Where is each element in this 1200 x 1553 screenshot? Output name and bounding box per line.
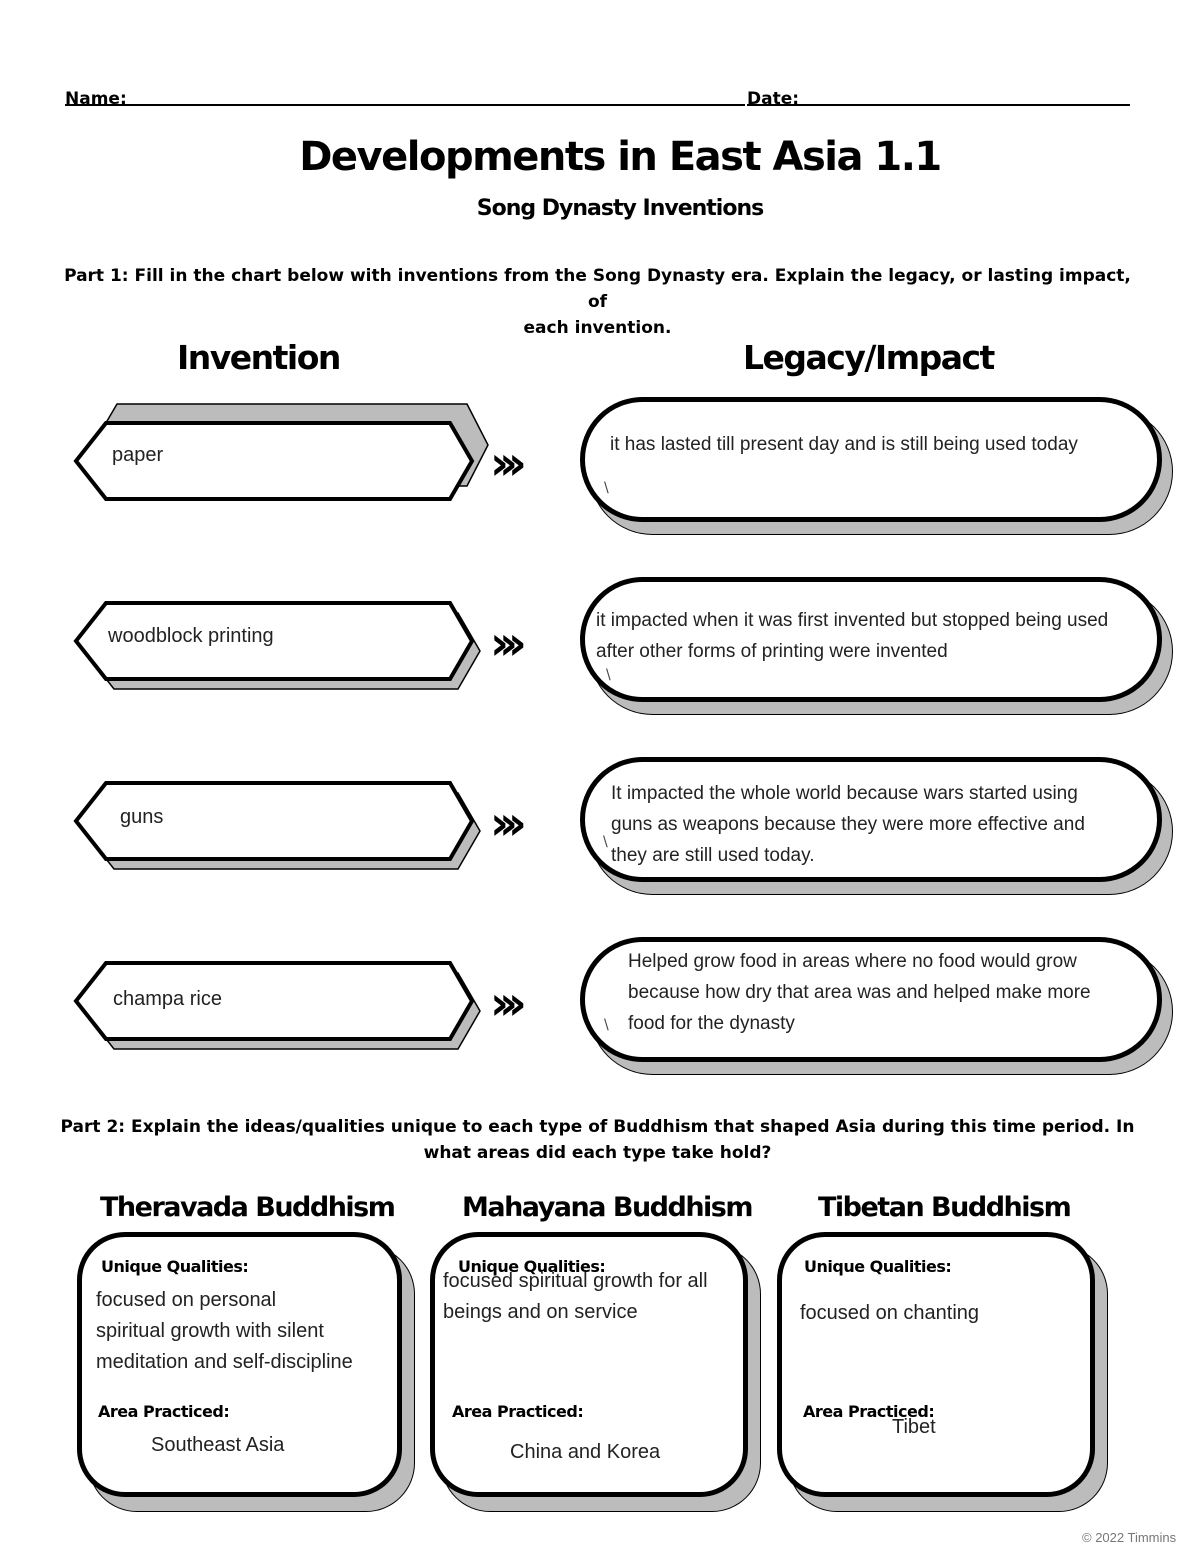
- part2-instructions: Part 2: Explain the ideas/qualities uniq…: [60, 1114, 1135, 1166]
- tibetan-area-text: Tibet: [892, 1416, 936, 1438]
- copyright-text: © 2022 Timmins: [1082, 1530, 1177, 1545]
- part1-instructions: Part 1: Fill in the chart below with inv…: [60, 263, 1135, 341]
- legacy-box-1[interactable]: [580, 397, 1162, 522]
- hexagon-row-2: [73, 601, 481, 690]
- invention-4-text[interactable]: champa rice: [113, 988, 222, 1010]
- legacy-3-line-2: guns as weapons because they were more e…: [611, 814, 1085, 835]
- legacy-4-text: Helped grow food in areas where no food …: [628, 946, 1091, 1039]
- mahayana-quality-line-1: focused spiritual growth for all: [443, 1270, 708, 1292]
- invention-column-heading: Invention: [177, 338, 341, 377]
- tibetan-qualities: focused on chanting: [800, 1298, 979, 1329]
- legacy-2-line-1: it impacted when it was first invented b…: [596, 610, 1109, 631]
- legacy-1-text: it has lasted till present day and is st…: [610, 429, 1078, 460]
- theravada-quality-line-1: focused on personal: [96, 1289, 277, 1311]
- pen-mark-icon: \: [604, 480, 609, 496]
- invention-2-text[interactable]: woodblock printing: [108, 625, 274, 647]
- legacy-box-3[interactable]: [580, 757, 1162, 882]
- hexagon-row-4: [73, 961, 481, 1050]
- mahayana-box[interactable]: [430, 1232, 748, 1497]
- legacy-4-line-1: Helped grow food in areas where no food …: [628, 951, 1077, 972]
- legacy-box-4[interactable]: [580, 937, 1162, 1062]
- arrow-icon: ›››: [490, 616, 527, 670]
- theravada-box[interactable]: [77, 1232, 402, 1497]
- mahayana-area-text: China and Korea: [510, 1441, 661, 1463]
- mahayana-quality-line-2: beings and on service: [443, 1301, 638, 1323]
- date-line[interactable]: [747, 104, 1130, 106]
- theravada-quality-line-3: meditation and self-discipline: [96, 1351, 353, 1373]
- arrow-icon: ›››: [490, 796, 527, 850]
- legacy-box-2[interactable]: [580, 577, 1162, 702]
- part1-instruction-line-1: Part 1: Fill in the chart below with inv…: [64, 266, 1131, 312]
- pen-mark-icon: \: [604, 1017, 609, 1033]
- legacy-column-heading: Legacy/Impact: [743, 338, 995, 377]
- hexagon-row-1: [73, 403, 489, 501]
- legacy-2-text: it impacted when it was first invented b…: [596, 605, 1108, 667]
- arrow-icon: ›››: [490, 976, 527, 1030]
- mahayana-unique-label: Unique Qualities:: [458, 1257, 606, 1276]
- theravada-quality-line-2: spiritual growth with silent: [96, 1320, 324, 1342]
- theravada-heading: Theravada Buddhism: [100, 1192, 396, 1223]
- mahayana-heading: Mahayana Buddhism: [462, 1192, 754, 1223]
- tibetan-unique-label: Unique Qualities:: [804, 1257, 952, 1276]
- page-subtitle: Song Dynasty Inventions: [476, 196, 764, 221]
- tibetan-box[interactable]: [777, 1232, 1095, 1497]
- legacy-3-line-1: It impacted the whole world because wars…: [611, 783, 1078, 804]
- invention-1-text[interactable]: paper: [112, 444, 164, 466]
- arrow-icon: ›››: [490, 436, 527, 490]
- legacy-2-line-2: after other forms of printing were inven…: [596, 641, 948, 662]
- name-line[interactable]: [65, 104, 745, 106]
- page-title: Developments in East Asia 1.1: [299, 134, 942, 180]
- theravada-area-label: Area Practiced:: [98, 1402, 230, 1421]
- theravada-area-text: Southeast Asia: [151, 1434, 285, 1456]
- pen-mark-icon: \: [606, 667, 611, 683]
- mahayana-qualities: focused spiritual growth for all beings …: [443, 1266, 708, 1328]
- invention-3-text[interactable]: guns: [120, 806, 164, 828]
- theravada-unique-label: Unique Qualities:: [101, 1257, 249, 1276]
- part2-instruction-line-1: Part 2: Explain the ideas/qualities uniq…: [60, 1117, 1135, 1137]
- part2-instruction-line-2: what areas did each type take hold?: [423, 1143, 772, 1163]
- tibetan-quality-line-1: focused on chanting: [800, 1302, 980, 1324]
- legacy-3-line-3: they are still used today.: [611, 845, 815, 866]
- legacy-1-line-1: it has lasted till present day and is st…: [610, 434, 1078, 455]
- mahayana-area-label: Area Practiced:: [452, 1402, 584, 1421]
- legacy-4-line-3: food for the dynasty: [628, 1013, 795, 1034]
- legacy-3-text: It impacted the whole world because wars…: [611, 778, 1085, 871]
- theravada-qualities: focused on personal spiritual growth wit…: [96, 1285, 353, 1378]
- tibetan-area-label: Area Practiced:: [803, 1402, 935, 1421]
- legacy-4-line-2: because how dry that area was and helped…: [628, 982, 1091, 1003]
- part1-instruction-line-2: each invention.: [523, 318, 672, 338]
- tibetan-heading: Tibetan Buddhism: [818, 1192, 1072, 1223]
- hexagon-row-3: [73, 781, 481, 870]
- pen-mark-icon: \: [603, 834, 608, 850]
